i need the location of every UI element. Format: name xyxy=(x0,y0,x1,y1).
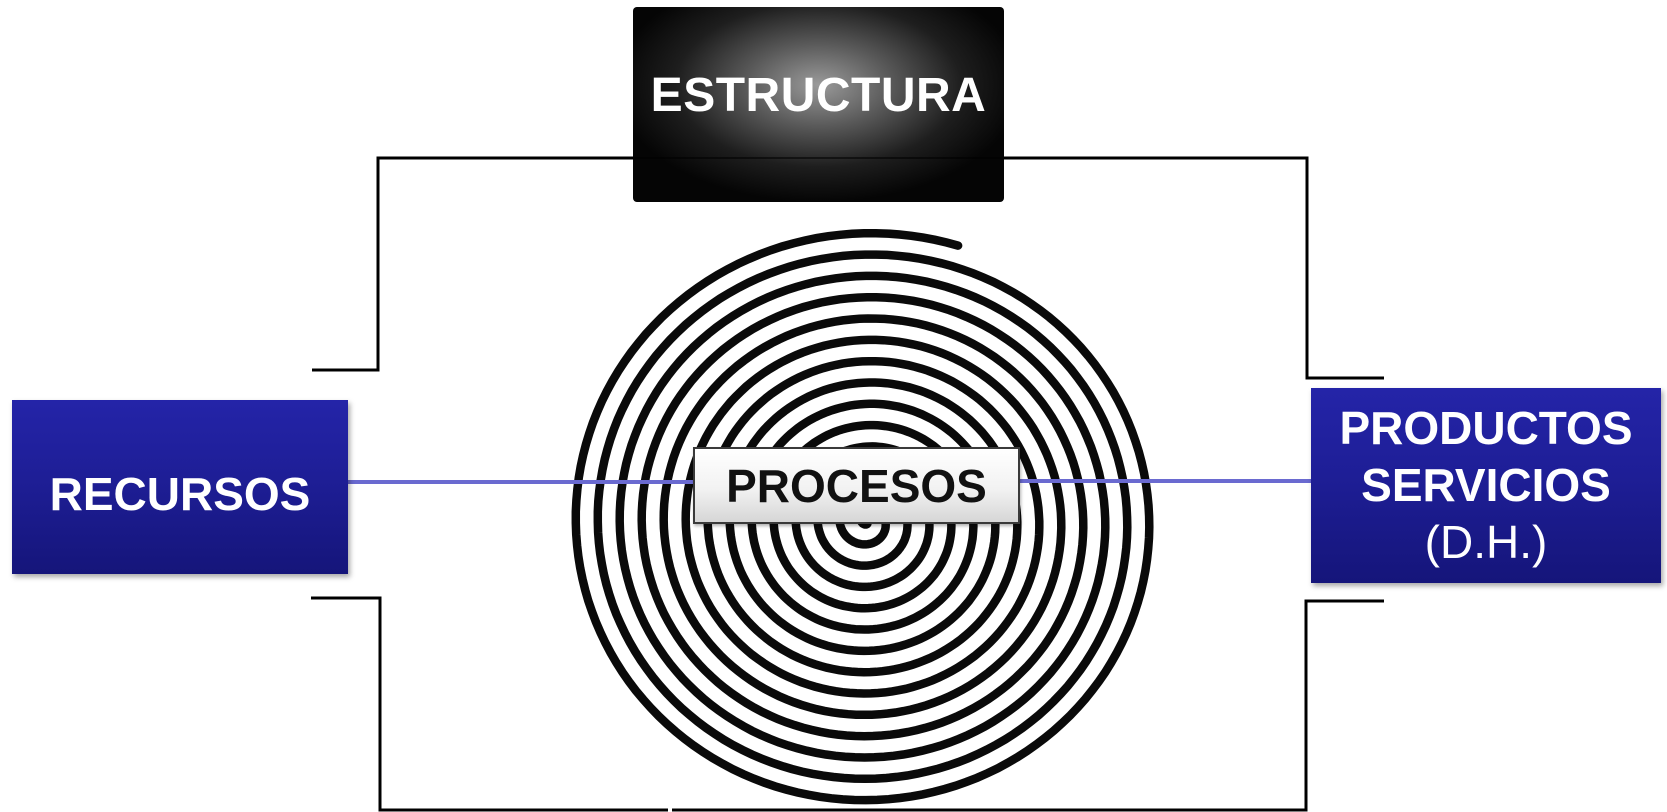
outer-frame xyxy=(311,156,1384,812)
frame-bottom-left-bracket xyxy=(311,596,668,812)
estructura-label: ESTRUCTURA xyxy=(650,69,987,122)
frame-top-right-bracket xyxy=(1004,156,1384,380)
recursos-label: RECURSOS xyxy=(49,468,311,520)
recursos-node: RECURSOS xyxy=(12,400,348,574)
frame-bottom-right-bracket xyxy=(672,599,1384,812)
dh-label: (D.H.) xyxy=(1424,516,1548,568)
productos-label: PRODUCTOS xyxy=(1339,402,1633,454)
procesos-label: PROCESOS xyxy=(726,459,987,512)
connectors xyxy=(348,479,1311,484)
estructura-divider xyxy=(633,157,1004,159)
estructura-node: ESTRUCTURA xyxy=(633,7,1004,202)
frame-top-left-bracket xyxy=(312,156,633,372)
procesos-node: PROCESOS xyxy=(693,447,1020,524)
productos-servicios-node: PRODUCTOS SERVICIOS (D.H.) xyxy=(1311,388,1661,583)
servicios-label: SERVICIOS xyxy=(1361,459,1611,511)
